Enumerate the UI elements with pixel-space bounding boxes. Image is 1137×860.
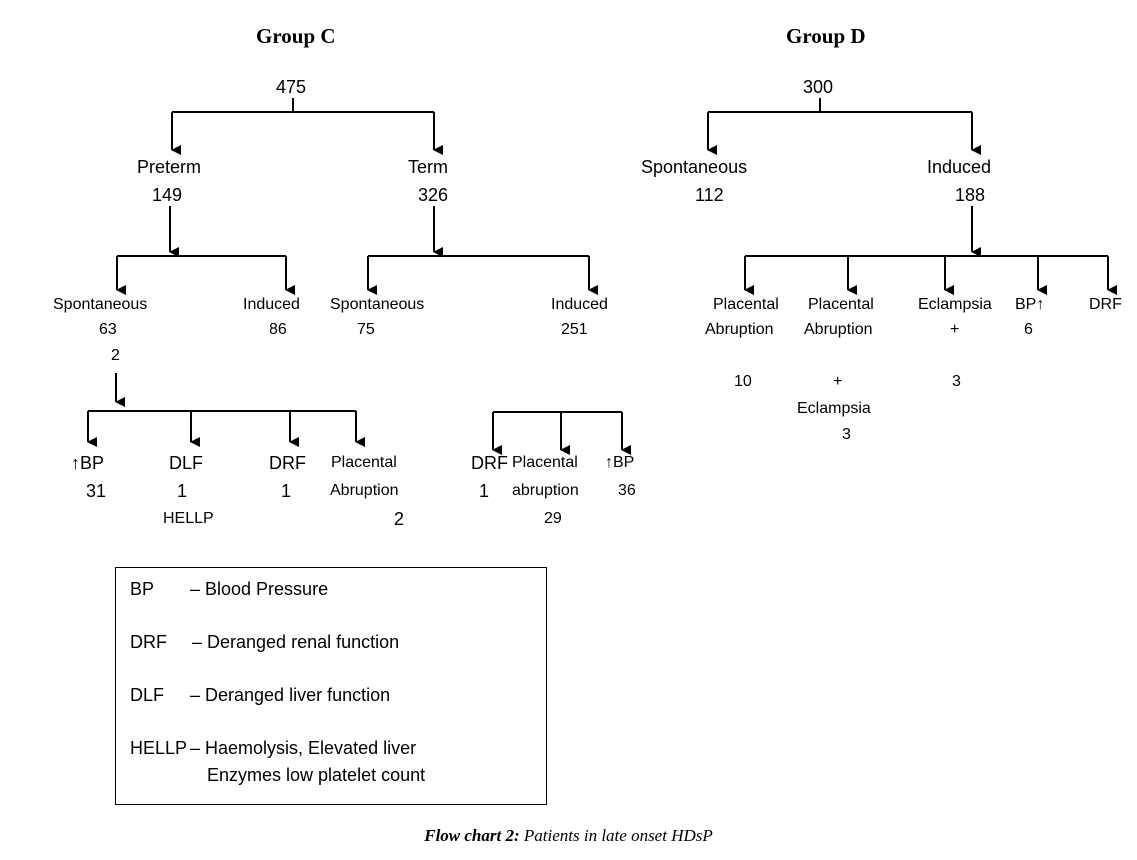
legend-desc-dlf: – Deranged liver function	[190, 685, 391, 705]
term-bp-label: ↑BP	[605, 454, 635, 471]
term-abruption-label2: abruption	[512, 482, 579, 499]
term-induced-label: Induced	[551, 296, 608, 313]
d-eclampsia-label: Eclampsia	[918, 296, 992, 313]
figure-caption: Flow chart 2: Patients in late onset HDs…	[0, 826, 1137, 846]
term-induced-count: 251	[561, 321, 588, 338]
group-d-induced-label: Induced	[927, 157, 992, 177]
preterm-dlf-count: 1	[177, 481, 188, 501]
term-drf-label: DRF	[471, 453, 508, 473]
preterm-induced-label: Induced	[243, 296, 300, 313]
preterm-count: 149	[152, 185, 183, 205]
preterm-dlf-label: DLF	[169, 453, 204, 473]
term-spontaneous-count: 75	[357, 321, 375, 338]
legend-desc-bp: – Blood Pressure	[190, 579, 329, 599]
caption-label: Flow chart 2:	[424, 826, 520, 845]
d-eclampsia-plus: +	[950, 321, 960, 338]
group-c-total: 475	[276, 77, 307, 97]
term-abruption-count: 29	[544, 510, 562, 527]
group-d-total: 300	[803, 77, 834, 97]
preterm-abruption-count: 2	[394, 509, 405, 529]
d-abruption2-label1: Placental	[808, 296, 874, 313]
preterm-drf-label: DRF	[269, 453, 306, 473]
term-drf-count: 1	[479, 481, 490, 501]
term-count: 326	[418, 185, 449, 205]
term-abruption-label1: Placental	[512, 454, 578, 471]
group-d-title: Group D	[786, 24, 866, 48]
preterm-bp-label: ↑BP	[71, 453, 105, 473]
legend-abbr-bp: BP	[130, 579, 155, 599]
term-spontaneous-label: Spontaneous	[330, 296, 425, 313]
preterm-induced-count: 86	[269, 321, 287, 338]
d-abruption1-label2: Abruption	[705, 321, 774, 338]
legend-abbr-hellp: HELLP	[130, 738, 188, 758]
d-bp-count: 6	[1024, 321, 1033, 338]
group-c-title: Group C	[256, 24, 336, 48]
d-abruption2-count: 3	[842, 426, 851, 443]
preterm-bp-count: 31	[86, 481, 107, 501]
legend-desc-hellp: – Haemolysis, Elevated liver	[190, 738, 417, 758]
d-abruption2-label2: Abruption	[804, 321, 873, 338]
legend-box	[115, 567, 547, 805]
group-d-spontaneous-label: Spontaneous	[641, 157, 748, 177]
d-abruption1-count: 10	[734, 373, 752, 390]
term-bp-count: 36	[618, 482, 636, 499]
d-eclampsia-count: 3	[952, 373, 961, 390]
legend-abbr-drf: DRF	[130, 632, 167, 652]
legend-abbr-dlf: DLF	[130, 685, 165, 705]
preterm-spontaneous-label: Spontaneous	[53, 296, 148, 313]
preterm-spontaneous-sub: 2	[111, 347, 120, 364]
legend-desc-drf: – Deranged renal function	[192, 632, 400, 652]
preterm-dlf-note: HELLP	[163, 510, 214, 527]
preterm-abruption-label2: Abruption	[330, 482, 399, 499]
group-d-spontaneous-count: 112	[695, 185, 724, 205]
preterm-label: Preterm	[137, 157, 202, 177]
preterm-spontaneous-count: 63	[99, 321, 117, 338]
preterm-drf-count: 1	[281, 481, 292, 501]
term-label: Term	[408, 157, 448, 177]
d-abruption1-label1: Placental	[713, 296, 779, 313]
legend-desc-hellp-2: Enzymes low platelet count	[207, 765, 426, 785]
group-d-induced-count: 188	[955, 185, 986, 205]
d-bp-label: BP↑	[1015, 296, 1045, 313]
d-drf-label: DRF	[1089, 296, 1122, 313]
d-abruption2-plus: +	[833, 373, 843, 390]
preterm-abruption-label1: Placental	[331, 454, 397, 471]
d-abruption2-label3: Eclampsia	[797, 400, 871, 417]
caption-text: Patients in late onset HDsP	[519, 826, 713, 845]
